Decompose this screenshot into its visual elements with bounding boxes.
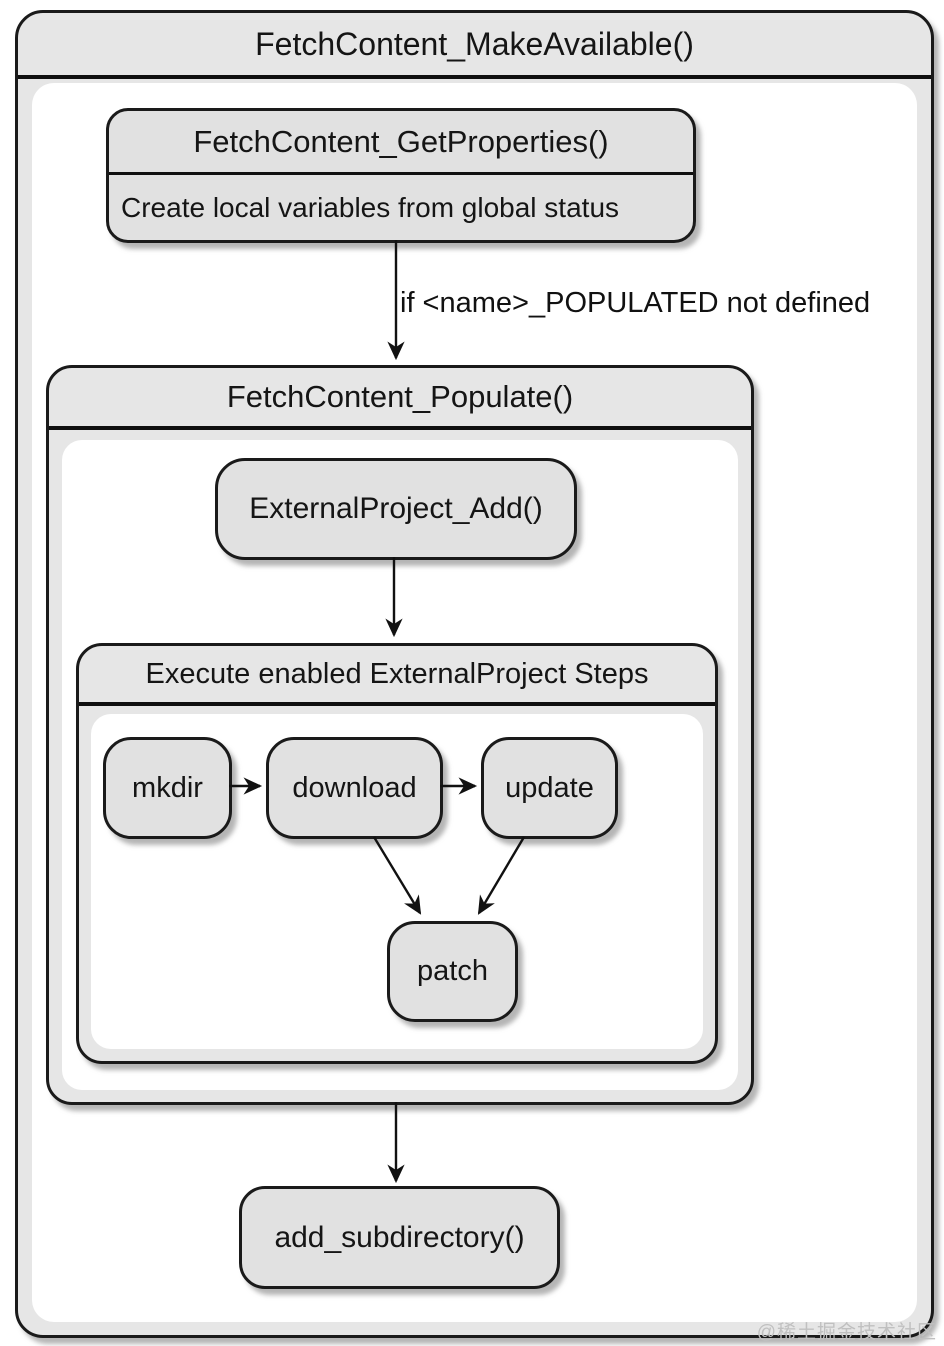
- node-fetchcontent-getproperties-title: FetchContent_GetProperties(): [109, 111, 693, 175]
- node-update: update: [481, 737, 618, 839]
- node-fetchcontent-getproperties: FetchContent_GetProperties() Create loca…: [106, 108, 696, 243]
- node-download-label: download: [292, 771, 417, 804]
- node-externalproject-add-label: ExternalProject_Add(): [249, 492, 543, 525]
- node-update-label: update: [505, 771, 594, 804]
- node-externalproject-add: ExternalProject_Add(): [215, 458, 577, 560]
- node-download: download: [266, 737, 443, 839]
- node-add-subdirectory: add_subdirectory(): [239, 1186, 560, 1289]
- node-fetchcontent-getproperties-description: Create local variables from global statu…: [121, 191, 620, 223]
- node-patch-label: patch: [417, 955, 488, 987]
- node-add-subdirectory-label: add_subdirectory(): [274, 1220, 525, 1254]
- container-fetchcontent-populate-title: FetchContent_Populate(): [226, 379, 574, 414]
- node-patch: patch: [387, 921, 518, 1022]
- container-externalproject-steps-title: Execute enabled ExternalProject Steps: [145, 657, 649, 690]
- edge-label-populated-condition: if <name>_POPULATED not defined: [400, 287, 871, 319]
- container-externalproject-steps-header: Execute enabled ExternalProject Steps: [79, 646, 715, 706]
- watermark-text: @稀土掘金技术社区: [756, 1322, 937, 1343]
- node-mkdir: mkdir: [103, 737, 232, 839]
- container-fetchcontent-makeavailable-title: FetchContent_MakeAvailable(): [255, 25, 694, 62]
- container-fetchcontent-populate-header: FetchContent_Populate(): [49, 368, 751, 430]
- node-mkdir-label: mkdir: [132, 771, 203, 804]
- container-fetchcontent-makeavailable-header: FetchContent_MakeAvailable(): [18, 13, 931, 79]
